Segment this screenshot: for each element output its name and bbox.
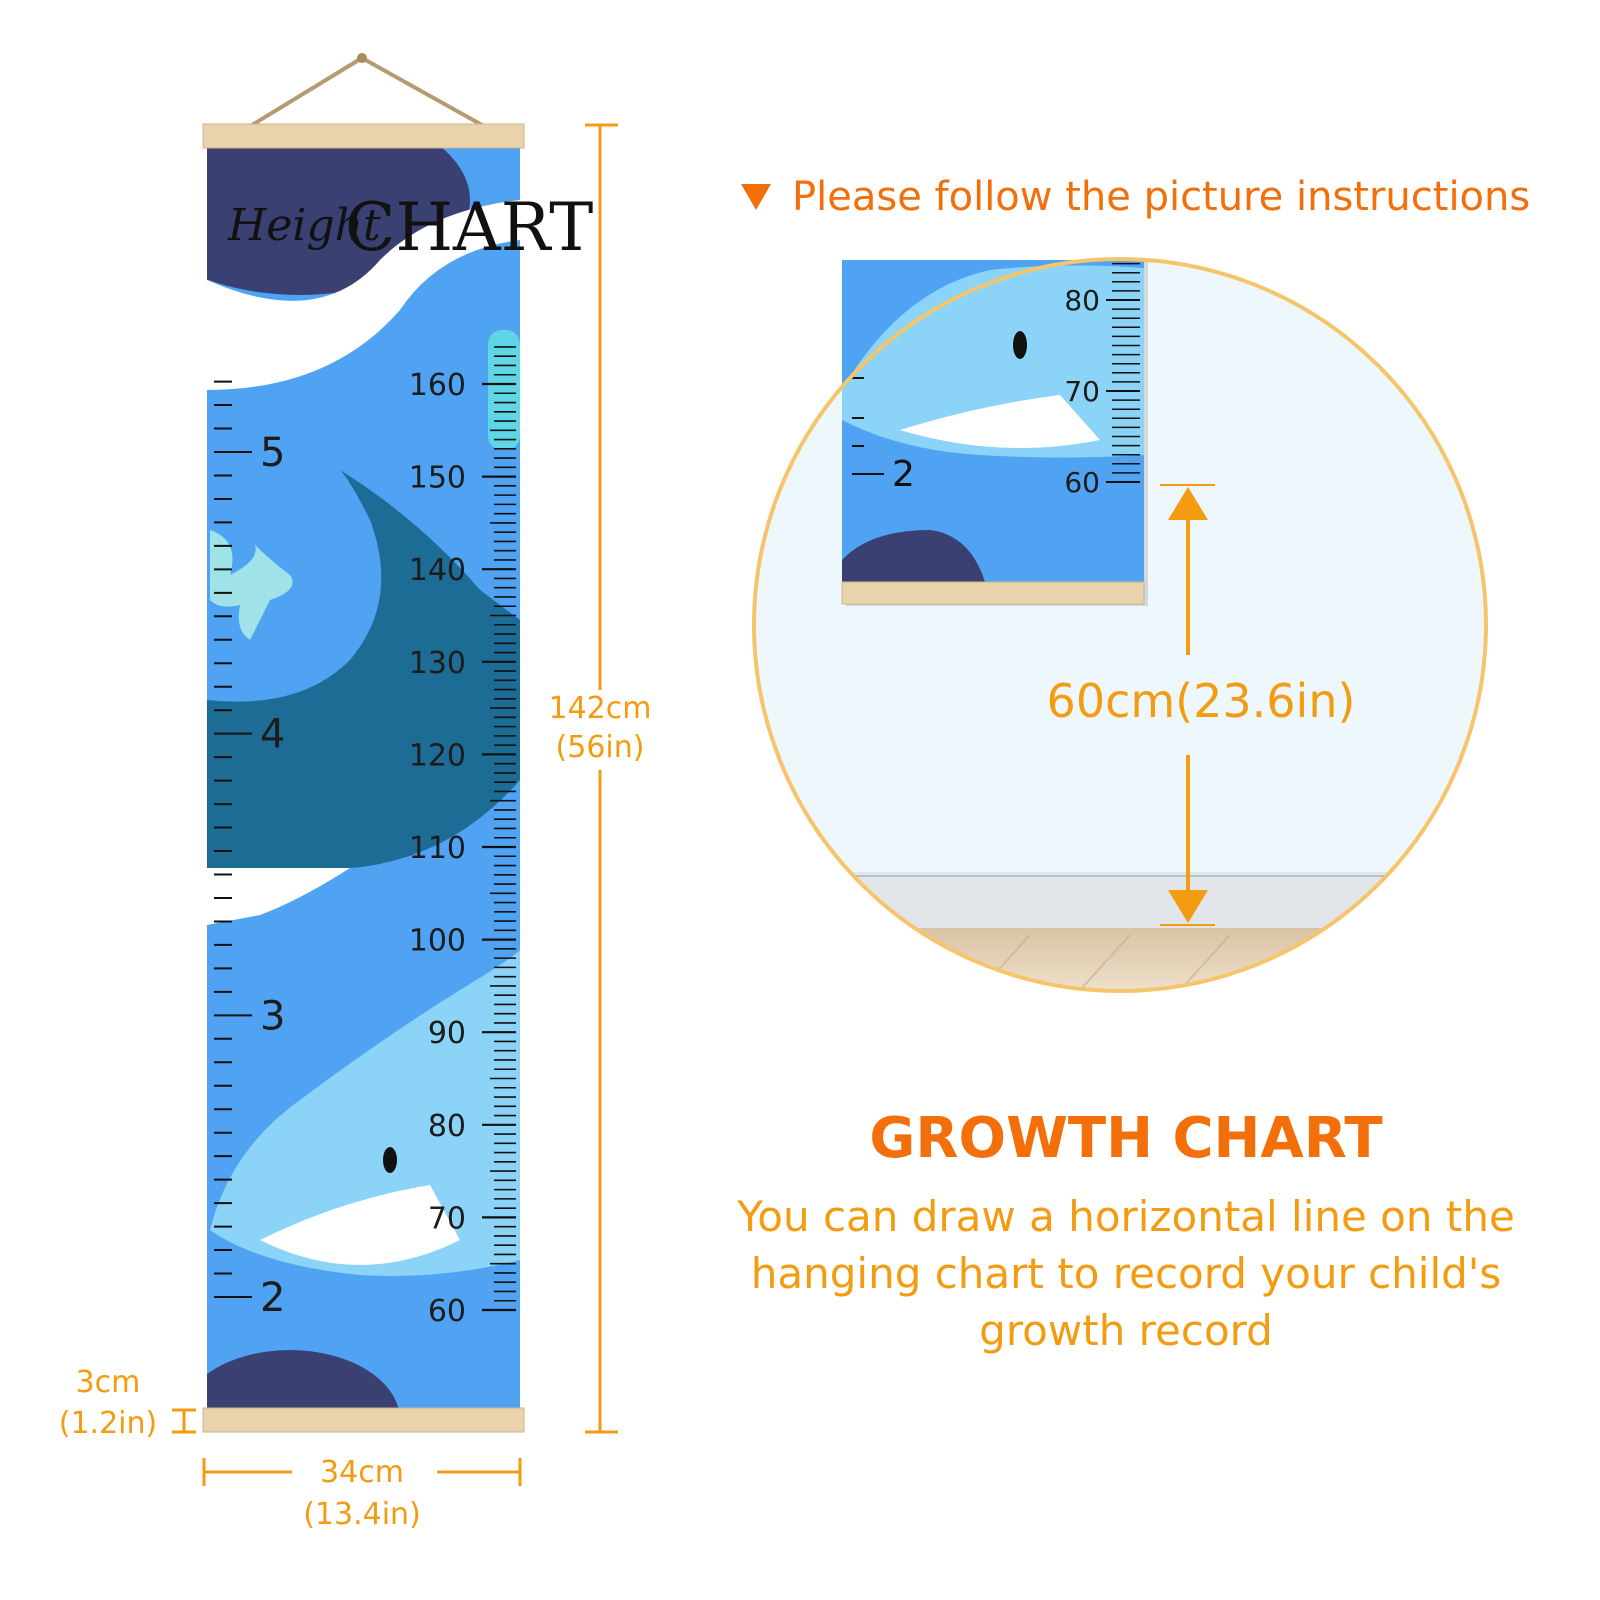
height-dimension bbox=[585, 123, 618, 1434]
light-whale-belly bbox=[260, 1185, 460, 1265]
zoom-circle: 80 70 60 2 60cm(23.6in) bbox=[752, 257, 1488, 993]
bar-cm-label: 3cm bbox=[76, 1365, 141, 1400]
width-in-label: (13.4in) bbox=[303, 1497, 421, 1532]
dark-whale bbox=[207, 470, 520, 868]
distance-label: 60cm(23.6in) bbox=[1047, 674, 1356, 728]
height-in-label: (56in) bbox=[556, 730, 645, 765]
width-cm-label: 34cm bbox=[320, 1455, 404, 1490]
arrow-down-icon bbox=[1168, 890, 1208, 923]
water-spray-icon bbox=[210, 530, 293, 640]
top-wooden-bar bbox=[202, 123, 525, 149]
floor bbox=[754, 928, 1486, 991]
cm-label: 80 bbox=[428, 1109, 466, 1144]
mini-ft-scale: 2 bbox=[852, 377, 915, 495]
mini-chart: 80 70 60 2 bbox=[841, 260, 1148, 606]
cm-label: 60 bbox=[428, 1294, 466, 1329]
light-whale bbox=[210, 950, 520, 1276]
dark-whale-belly bbox=[207, 868, 350, 925]
bottom-wooden-bar bbox=[202, 1407, 525, 1433]
teal-stripe bbox=[488, 330, 520, 450]
triangle-down-icon bbox=[741, 184, 771, 210]
growth-description-line-1: You can draw a horizontal line on the bbox=[736, 1192, 1515, 1241]
navy-blob-bottom bbox=[207, 1350, 399, 1410]
distance-arrow bbox=[1160, 484, 1215, 926]
nail-icon bbox=[357, 53, 367, 63]
cm-label: 150 bbox=[409, 461, 466, 496]
ft-label: 5 bbox=[260, 430, 285, 476]
ft-label: 4 bbox=[260, 712, 285, 758]
cm-label: 130 bbox=[409, 646, 466, 681]
white-wave bbox=[207, 200, 520, 390]
mini-cm-label: 80 bbox=[1064, 284, 1100, 317]
growth-title: GROWTH CHART bbox=[869, 1106, 1382, 1171]
width-dimension bbox=[202, 1458, 522, 1486]
instructions-header: Please follow the picture instructions bbox=[792, 174, 1530, 220]
cm-label: 70 bbox=[428, 1201, 466, 1236]
chart-title-chart: CHART bbox=[345, 189, 593, 266]
cm-label: 90 bbox=[428, 1016, 466, 1051]
arrow-up-icon bbox=[1168, 487, 1208, 520]
bar-in-label: (1.2in) bbox=[59, 1406, 157, 1441]
zoom-circle-outline bbox=[752, 257, 1488, 993]
cm-label: 140 bbox=[409, 553, 466, 588]
cm-label: 120 bbox=[409, 738, 466, 773]
ft-scale: 5 4 3 2 bbox=[214, 380, 285, 1321]
height-cm-label: 142cm bbox=[549, 691, 652, 726]
ft-label: 3 bbox=[260, 993, 285, 1039]
cm-label: 160 bbox=[409, 368, 466, 403]
hanging-chart: Height CHART 160 150 140 130 120 110 100 90 80 70… bbox=[202, 53, 593, 1433]
mini-cm-scale: 80 70 60 bbox=[1064, 262, 1140, 499]
cm-scale: 160 150 140 130 120 110 100 90 80 70 60 bbox=[409, 346, 516, 1329]
mini-wooden-bar bbox=[841, 581, 1145, 605]
cm-label: 100 bbox=[409, 924, 466, 959]
chart-title-height: Height bbox=[227, 200, 381, 251]
mini-cm-label: 70 bbox=[1064, 375, 1100, 408]
ft-label: 2 bbox=[260, 1275, 285, 1321]
mini-ft-label: 2 bbox=[892, 454, 915, 495]
growth-description-line-2: hanging chart to record your child's bbox=[751, 1249, 1501, 1298]
baseboard bbox=[754, 872, 1486, 930]
mini-cm-label: 60 bbox=[1064, 466, 1100, 499]
growth-description-line-3: growth record bbox=[979, 1306, 1273, 1355]
whale-eye bbox=[383, 1147, 397, 1173]
bar-dimension bbox=[172, 1408, 196, 1434]
cm-label: 110 bbox=[409, 831, 466, 866]
hanging-rope bbox=[250, 55, 483, 127]
